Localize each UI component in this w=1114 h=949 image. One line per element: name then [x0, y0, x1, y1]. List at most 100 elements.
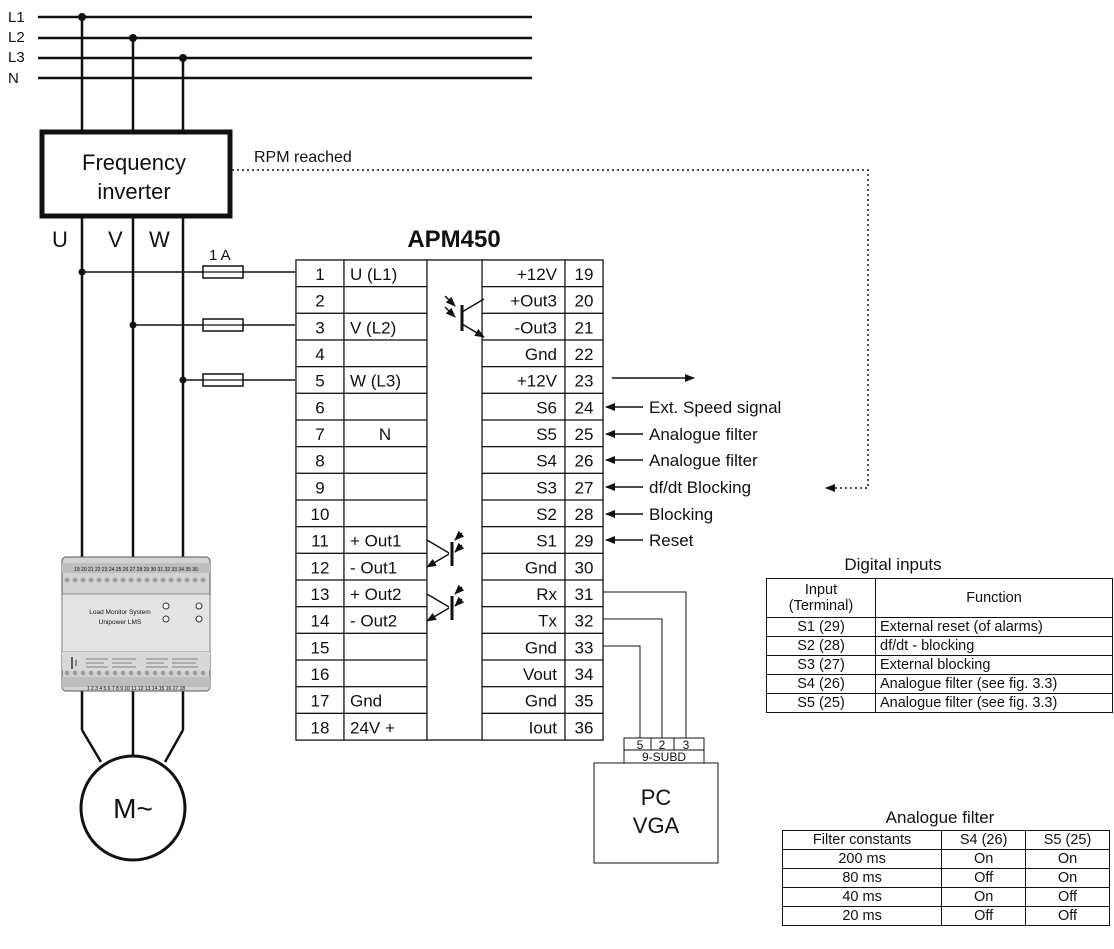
digital-inputs-title: Digital inputs	[844, 555, 942, 574]
table-row: 40 ms On Off	[781, 887, 1110, 907]
motor-symbol	[79, 754, 187, 862]
terminal-num-cell	[564, 419, 604, 448]
terminal-num-cell	[564, 552, 604, 581]
rpm-reached-signal-line	[232, 169, 869, 492]
s4-cell: Off	[941, 868, 1027, 888]
subd-pin-5: 5	[637, 738, 644, 752]
terminal-label: V (L2)	[350, 318, 396, 337]
terminal-label: S1	[536, 532, 557, 551]
screw-dot	[160, 577, 166, 583]
s4-cell: Off	[941, 906, 1027, 926]
digital-inputs-table: Input(Terminal) Function S1 (29) Externa…	[766, 578, 1113, 713]
table-row: S5 (25) Analogue filter (see fig. 3.3)	[766, 693, 1113, 713]
terminal-label-cell	[343, 659, 428, 688]
terminal-num-cell	[564, 712, 604, 741]
screw-dot	[128, 577, 134, 583]
analogue-filter-title: Analogue filter	[885, 808, 995, 827]
s4-cell: On	[941, 849, 1027, 869]
terminal-label-cell	[343, 392, 428, 421]
function-cell: Analogue filter (see fig. 3.3)	[875, 693, 1113, 713]
screw-dot	[112, 670, 118, 676]
screw-dot	[160, 670, 166, 676]
terminal-number: 32	[575, 612, 594, 631]
motor-label: M~	[113, 793, 153, 824]
table-row: 80 ms Off On	[781, 868, 1110, 888]
module-label-line1: Load Monitor System	[89, 609, 150, 616]
terminal-num-cell	[295, 339, 345, 368]
inverter-label-line1: Frequency	[82, 150, 186, 175]
terminal-label-cell	[343, 446, 428, 474]
relay-out2-icon	[426, 584, 465, 622]
terminal-label-cell	[343, 632, 428, 661]
pc-box	[593, 762, 719, 864]
screw-dot	[136, 577, 142, 583]
terminal-label-cell	[343, 526, 428, 554]
measurement-taps	[82, 271, 295, 381]
frequency-inverter-box	[39, 129, 233, 219]
subd-label: 9-SUBD	[642, 750, 686, 764]
device-title: APM450	[407, 226, 500, 253]
terminal-number: 15	[311, 638, 330, 657]
table-row: 20 ms Off Off	[781, 906, 1110, 926]
terminal-label: Rx	[536, 585, 557, 604]
table-header-row: Input(Terminal) Function	[766, 578, 1113, 618]
terminal-number: 3	[315, 318, 324, 337]
screw-dot	[88, 577, 94, 583]
screw-dot	[80, 577, 86, 583]
input-cell: S5 (25)	[766, 693, 876, 713]
terminal-label: N	[379, 425, 391, 444]
screw-dot	[136, 670, 142, 676]
terminal-label-cell	[343, 339, 428, 368]
bus-junctions	[78, 13, 187, 62]
terminal-number: 11	[311, 532, 329, 551]
terminal-label-cell	[343, 366, 428, 394]
pc-label-line2: VGA	[633, 813, 680, 838]
terminal-label: U (L1)	[350, 265, 397, 284]
terminal-num-cell	[295, 286, 345, 314]
line-label-l2: L2	[8, 29, 25, 46]
terminal-num-cell	[564, 286, 604, 314]
terminal-label: -Out3	[514, 318, 557, 337]
terminal-label: S4	[536, 452, 557, 471]
s5-cell: On	[1025, 868, 1110, 888]
inverter-output-w: W	[149, 227, 170, 252]
terminal-label-cell	[343, 472, 428, 501]
table-header-row: Filter constants S4 (26) S5 (25)	[781, 830, 1110, 850]
fuse-centerlines	[203, 271, 243, 381]
module-top-terminals: 19 20 21 22 23 24 25 26 27 28 29 30 31 3…	[74, 567, 198, 573]
function-cell: External blocking	[875, 655, 1113, 675]
terminal-num-cell	[295, 392, 345, 421]
device-center	[426, 259, 483, 741]
terminal-number: 36	[575, 718, 594, 737]
screw-dot	[200, 577, 206, 583]
line-label-l1: L1	[8, 9, 25, 26]
terminal-label-cell	[481, 419, 566, 448]
terminal-number: 20	[575, 292, 594, 311]
s5-cell: On	[1025, 849, 1110, 869]
terminal-number: 24	[575, 398, 594, 417]
terminal-number: 21	[575, 318, 594, 337]
terminal-label-cell	[481, 339, 566, 368]
terminal-number: 9	[315, 478, 324, 497]
filter-constant-cell: 200 ms	[781, 849, 943, 869]
terminal-num-cell	[295, 659, 345, 688]
terminal-number: 30	[575, 558, 594, 577]
inverter-feed	[80, 17, 185, 132]
terminal-number: 22	[575, 345, 594, 364]
filter-constant-cell: 20 ms	[781, 906, 943, 926]
motor-feed	[80, 216, 185, 763]
terminal-num-cell	[564, 392, 604, 421]
terminal-number: 14	[311, 612, 330, 631]
terminal-label-cell	[481, 579, 566, 608]
screw-dot	[176, 577, 182, 583]
rpm-reached-label: RPM reached	[254, 149, 352, 166]
terminal-num-cell	[564, 499, 604, 528]
serial-wiring	[603, 591, 687, 738]
terminal-label-cell	[481, 552, 566, 581]
terminal-number: 17	[311, 692, 330, 711]
terminal-num-cell	[295, 312, 345, 341]
terminal-num-cell	[295, 632, 345, 661]
terminal-number: 34	[575, 665, 594, 684]
screw-dot	[96, 670, 102, 676]
subd-pin-dividers	[650, 738, 675, 750]
